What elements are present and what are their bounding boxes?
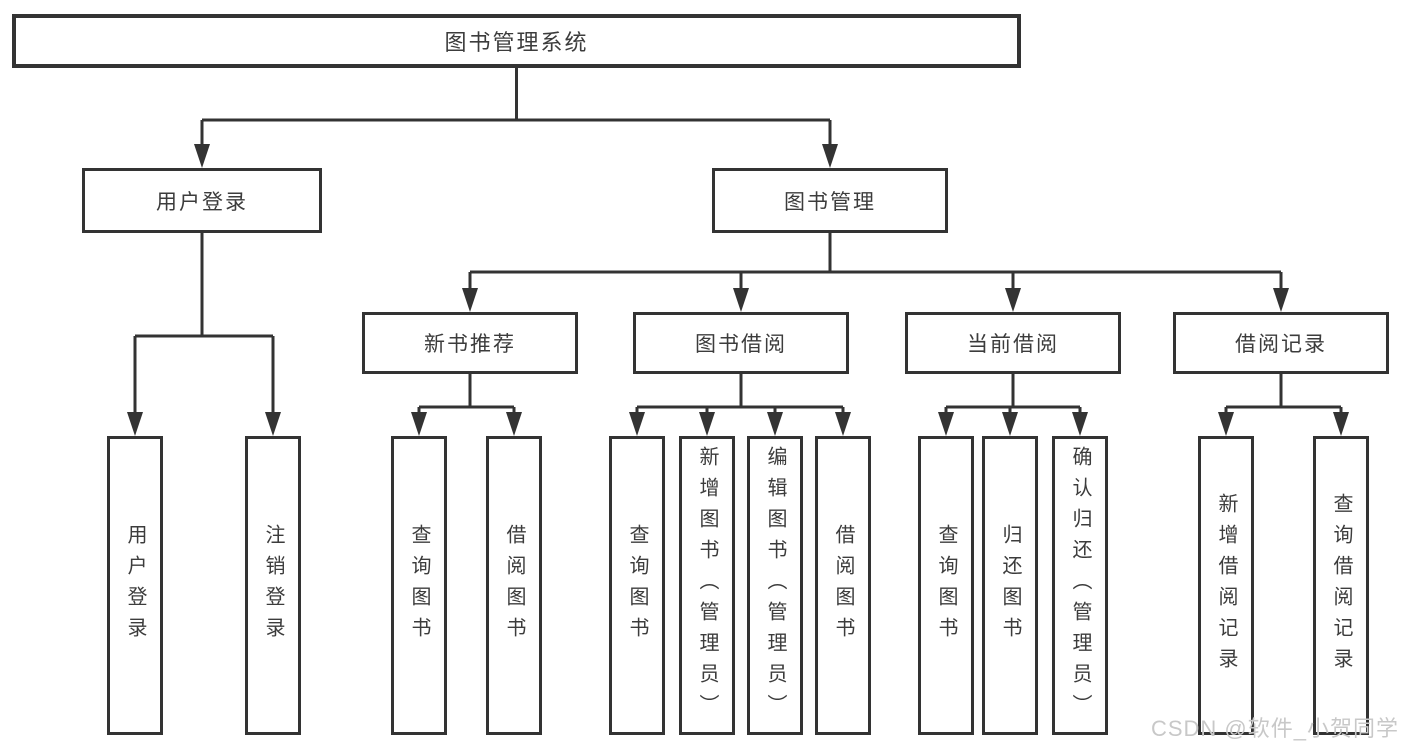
leaf-label: 注销登录: [262, 523, 284, 648]
node-new-book-recommend: 新书推荐: [362, 312, 578, 374]
leaf-label: 新增借阅记录: [1215, 492, 1237, 679]
leaf-label: 查询图书: [626, 523, 648, 648]
leaf-logout: 注销登录: [245, 436, 301, 735]
node-user-login: 用户登录: [82, 168, 322, 233]
leaf-user-login: 用户登录: [107, 436, 163, 735]
leaf-confirm-return-admin: 确认归还（管理员）: [1052, 436, 1108, 735]
connector-path: [133, 233, 275, 426]
leaf-label: 用户登录: [124, 523, 146, 648]
leaf-query-books-current: 查询图书: [918, 436, 974, 735]
leaf-label: 确认归还（管理员）: [1069, 446, 1091, 725]
leaf-label: 编辑图书（管理员）: [764, 446, 786, 725]
node-current-borrow: 当前借阅: [905, 312, 1121, 374]
leaf-add-borrow-record: 新增借阅记录: [1198, 436, 1254, 735]
connector-path: [635, 374, 845, 426]
leaf-label: 借阅图书: [832, 523, 854, 648]
leaf-label: 查询借阅记录: [1330, 492, 1352, 679]
leaf-label: 借阅图书: [503, 523, 525, 648]
connector-path: [1224, 374, 1343, 426]
node-book-management: 图书管理: [712, 168, 948, 233]
leaf-borrow-books-recommend: 借阅图书: [486, 436, 542, 735]
connector-path: [417, 374, 516, 426]
connector-path: [468, 233, 1283, 302]
leaf-label: 新增图书（管理员）: [696, 446, 718, 725]
leaf-edit-books-admin: 编辑图书（管理员）: [747, 436, 803, 735]
node-library-system: 图书管理系统: [12, 14, 1021, 68]
leaf-label: 归还图书: [999, 523, 1021, 648]
leaf-query-borrow-record: 查询借阅记录: [1313, 436, 1369, 735]
leaf-label: 查询图书: [408, 523, 430, 648]
leaf-label: 查询图书: [935, 523, 957, 648]
arrowheads: [127, 144, 1349, 436]
leaf-query-books-borrow: 查询图书: [609, 436, 665, 735]
leaf-add-books-admin: 新增图书（管理员）: [679, 436, 735, 735]
leaf-borrow-books: 借阅图书: [815, 436, 871, 735]
node-borrow-records: 借阅记录: [1173, 312, 1389, 374]
watermark-text: CSDN @软件_小贺同学: [1150, 716, 1399, 741]
connector-path: [200, 68, 832, 158]
leaf-return-books: 归还图书: [982, 436, 1038, 735]
leaf-query-books-recommend: 查询图书: [391, 436, 447, 735]
node-book-borrow: 图书借阅: [633, 312, 849, 374]
